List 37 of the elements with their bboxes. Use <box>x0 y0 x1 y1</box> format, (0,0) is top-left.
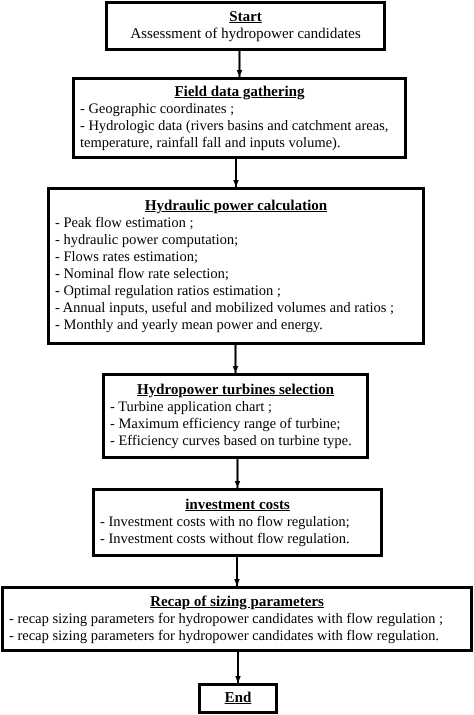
box-text: - Optimal regulation ratios estimation ; <box>55 283 282 300</box>
process-box <box>105 1 386 51</box>
process-box <box>102 373 369 459</box>
process-box <box>1 586 473 652</box>
process-box <box>72 77 407 159</box>
box-heading: Field data gathering <box>174 84 306 101</box>
box-text: - Annual inputs, useful and mobilized volumes and ratios ; <box>55 300 396 317</box>
box-text: - Maximum efficiency range of turbine; <box>110 416 342 433</box>
arrow <box>234 557 240 586</box>
arrow <box>235 652 241 683</box>
box-text: - Investment costs without flow regulation. <box>100 531 351 548</box>
box-text: - recap sizing parameters for hydropower candidates with flow regulation. <box>9 628 440 644</box>
process-box <box>47 187 425 345</box>
arrow <box>232 345 238 373</box>
box-text: - Efficiency curves based on turbine type. <box>110 433 353 450</box>
box-text: - Nominal flow rate selection; <box>55 266 230 283</box>
box-heading: Hydraulic power calculation <box>144 198 328 215</box>
box-text: - Flows rates estimation; <box>55 249 199 266</box>
arrow <box>236 51 242 77</box>
box-text: Assessment of hydropower candidates <box>129 26 362 43</box>
arrow <box>233 159 239 187</box>
box-text: - Hydrologic data (rivers basins and catchment areas, temperature, rainfall fall and inputs volume). <box>80 118 390 152</box>
box-text: - Turbine application chart ; <box>110 399 273 416</box>
box-heading: Recap of sizing parameters <box>149 594 325 610</box>
process-box <box>198 683 278 714</box>
box-heading: investment costs <box>184 497 291 514</box>
box-heading: Hydropower turbines selection <box>136 382 335 399</box>
box-heading: End <box>224 690 252 707</box>
box-text: - hydraulic power computation; <box>55 232 240 249</box>
box-text: - Geographic coordinates ; <box>80 101 236 118</box>
process-box <box>92 488 383 557</box>
arrow <box>234 459 240 488</box>
box-text: - Peak flow estimation ; <box>55 215 195 232</box>
box-text: - recap sizing parameters for hydropower candidates with flow regulation ; <box>9 610 444 628</box>
box-text: - Investment costs with no flow regulation; <box>100 514 351 531</box>
box-text: - Monthly and yearly mean power and energy. <box>55 317 324 334</box>
box-heading: Start <box>228 9 263 26</box>
